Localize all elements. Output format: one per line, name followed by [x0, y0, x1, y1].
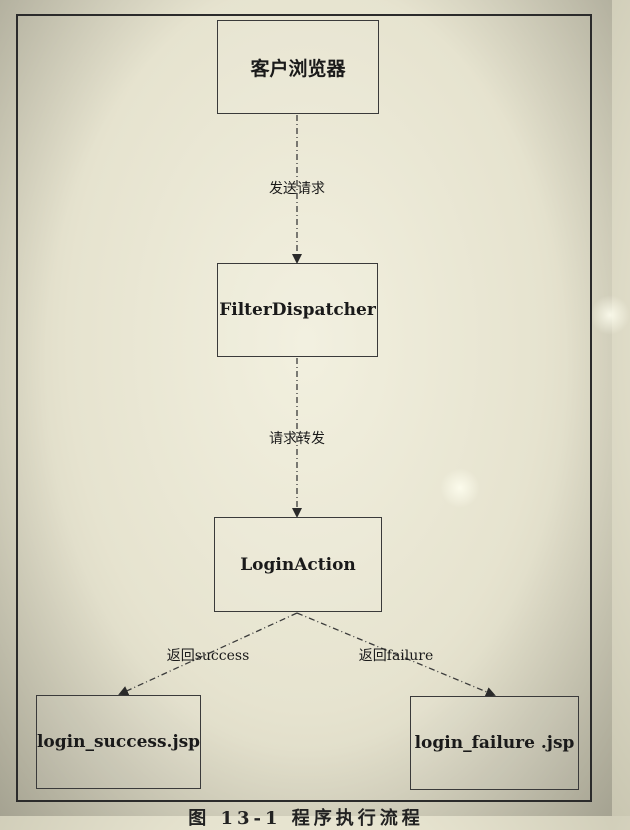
node-filter-dispatcher: FilterDispatcher: [217, 263, 378, 357]
node-login-action: LoginAction: [214, 517, 382, 612]
edge-label-return-success: 返回success: [166, 648, 250, 664]
node-login-action-label: LoginAction: [240, 554, 356, 575]
edge-label-send-request: 发送请求: [269, 181, 325, 197]
edge-return-failure: [296, 612, 496, 697]
node-login-success: login_success.jsp: [36, 695, 201, 789]
edge-label-forward-request: 请求转发: [269, 431, 325, 447]
node-client-browser: 客户浏览器: [217, 20, 379, 114]
node-filter-dispatcher-label: FilterDispatcher: [219, 300, 376, 320]
node-login-failure: login_failure .jsp: [410, 696, 579, 790]
node-client-browser-label: 客户浏览器: [250, 57, 346, 80]
node-login-success-label: login_success.jsp: [36, 732, 201, 752]
figure-caption: 图 13-1 程序执行流程: [188, 808, 424, 829]
flow-edges: [118, 115, 496, 697]
node-login-failure-label: login_failure .jsp: [414, 733, 575, 753]
edge-label-return-failure: 返回failure: [358, 648, 434, 664]
diagram-frame: [16, 14, 592, 802]
